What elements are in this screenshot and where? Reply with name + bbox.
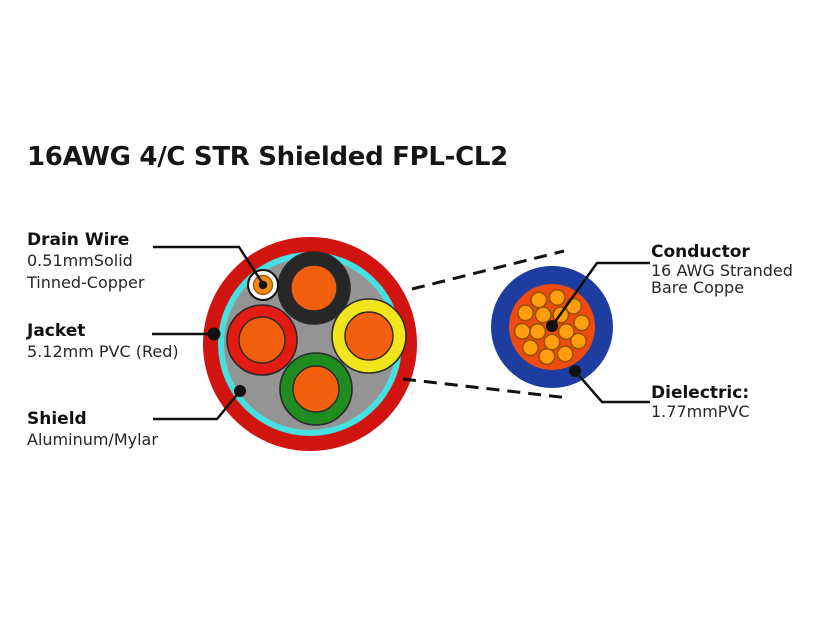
dielectric-spec: 1.77mmPVC [651, 401, 750, 421]
conductor-center-dot [546, 320, 558, 332]
copper-strand [513, 322, 531, 340]
copper-strand [557, 323, 575, 341]
jacket-title: Jacket [27, 321, 86, 341]
drain-wire-title: Drain Wire [27, 230, 130, 250]
shield-dot [234, 385, 246, 397]
callout-drain-wire: Drain Wire 0.51mmSolid Tinned-Copper [27, 230, 144, 294]
copper-strand [530, 291, 548, 309]
conductor-red-core [238, 316, 286, 364]
dielectric-leader [574, 370, 650, 404]
insulation-fill [224, 258, 396, 430]
copper-strand [521, 339, 540, 357]
copper-strand [538, 347, 556, 366]
conductor-title: Conductor [651, 242, 750, 262]
copper-strand [516, 304, 535, 322]
copper-strand [543, 333, 561, 351]
conductor-green-core [292, 365, 340, 413]
copper-strand [529, 323, 547, 341]
dashed-line-bottom [402, 377, 570, 400]
jacket-spec: 5.12mm PVC (Red) [27, 342, 179, 361]
shield-spec: Aluminum/Mylar [27, 430, 158, 449]
callout-shield: Shield Aluminum/Mylar [27, 409, 158, 451]
dashed-line-top [411, 249, 565, 291]
page-title: 16AWG 4/C STR Shielded FPL-CL2 [27, 142, 508, 172]
strand-group [513, 288, 591, 366]
callout-dielectric: Dielectric: 1.77mmPVC [651, 383, 750, 421]
drain-wire-dot [258, 280, 268, 290]
shield-leader [153, 390, 241, 421]
conductor-spec-2: Bare Coppe [651, 278, 745, 297]
copper-strand [534, 306, 552, 324]
conductor-spec-1: 16 AWG Stranded [651, 260, 793, 280]
conductor-yellow-core [344, 311, 394, 361]
jacket-dot [207, 327, 221, 341]
callout-jacket: Jacket 5.12mm PVC (Red) [27, 321, 179, 363]
cable-main-view [203, 237, 417, 451]
leader-dots [207, 280, 581, 397]
dielectric-title: Dielectric: [651, 383, 750, 403]
magnification-dashed-lines [402, 249, 570, 400]
conductor-leader [550, 261, 650, 327]
copper-strand [573, 314, 591, 332]
leader-lines [152, 245, 650, 421]
shield-title: Shield [27, 409, 87, 429]
copper-strand [548, 288, 566, 307]
copper-strand [569, 332, 588, 350]
drain-wire-spec-1: 0.51mmSolid [27, 251, 133, 270]
drain-wire-leader [153, 245, 265, 285]
drain-wire-spec-2: Tinned-Copper [27, 273, 145, 292]
conductor-black-core [290, 264, 338, 312]
callout-conductor: Conductor 16 AWG Stranded Bare Coppe [651, 242, 793, 297]
dielectric-dot [569, 365, 581, 377]
copper-strand [556, 345, 574, 363]
